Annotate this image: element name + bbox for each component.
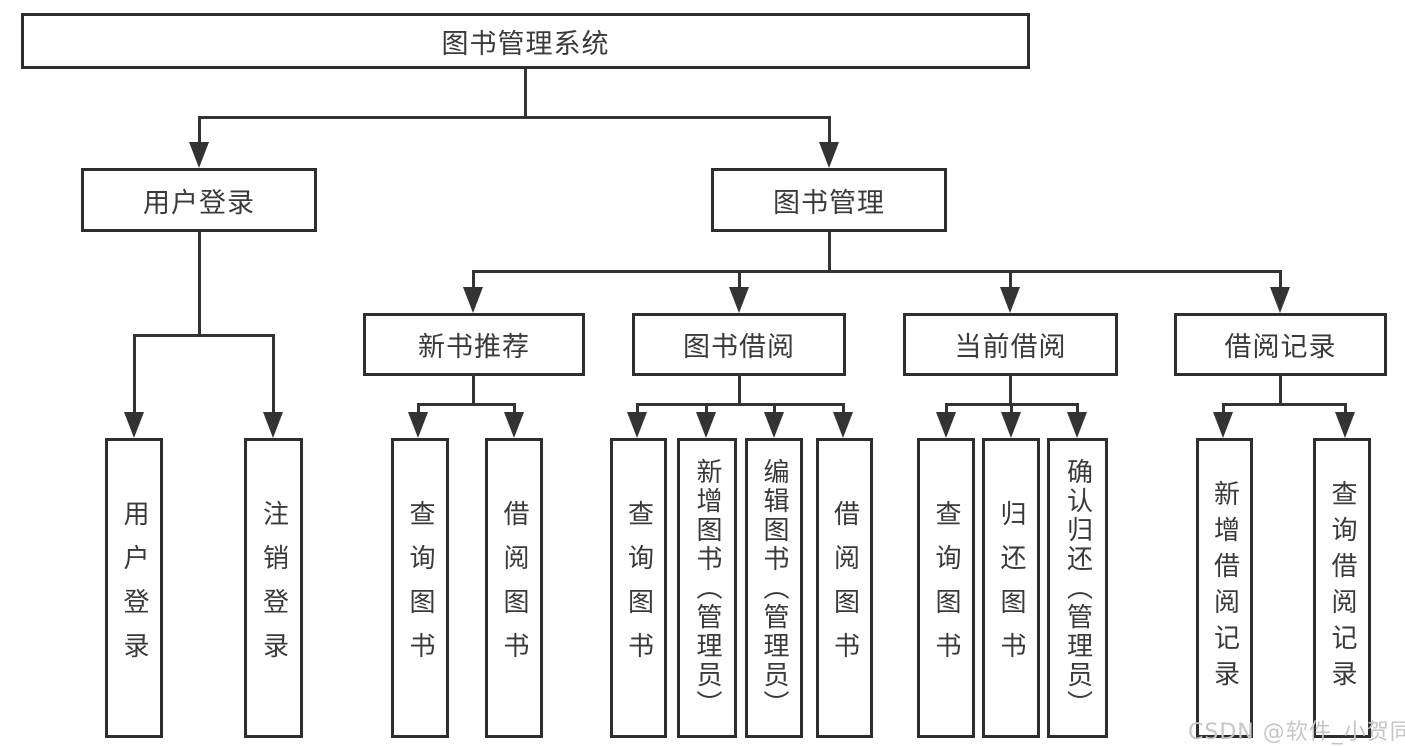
leaf-borrowing-edit-books-admin: 编辑图书（管理员） — [745, 438, 803, 738]
arrow-down-icon — [1335, 412, 1355, 438]
arrow-down-icon — [936, 412, 956, 438]
connector-drop — [272, 334, 275, 416]
node-current-borrowing: 当前借阅 — [903, 313, 1118, 376]
node-label: 图书管理系统 — [441, 28, 610, 60]
connector-recommend-rail — [417, 403, 516, 406]
leaf-records-query-record: 查询借阅记录 — [1313, 438, 1371, 738]
connector-drop — [133, 334, 136, 416]
node-label: 当前借阅 — [954, 332, 1067, 363]
arrow-down-icon — [408, 412, 428, 438]
node-book-borrowing: 图书借阅 — [632, 313, 846, 376]
connector-root-stub — [524, 69, 527, 119]
connector-records-stub — [1279, 374, 1282, 406]
connector-borrowing-stub — [738, 374, 741, 406]
leaf-label: 注销登录 — [258, 500, 289, 676]
connector-drop — [1076, 403, 1079, 415]
arrow-down-icon — [1213, 412, 1233, 438]
connector-drop — [828, 116, 831, 146]
connector-borrowing-rail — [636, 403, 845, 406]
arrow-down-icon — [1000, 287, 1020, 313]
arrow-down-icon — [764, 412, 784, 438]
connector-drop — [198, 116, 201, 146]
connector-drop — [773, 403, 776, 415]
leaf-label: 新增图书（管理员） — [692, 457, 722, 719]
leaf-label: 查询图书 — [623, 500, 654, 676]
arrow-down-icon — [124, 412, 144, 438]
leaf-user-login: 用户登录 — [105, 438, 163, 738]
arrow-down-icon — [696, 412, 716, 438]
connector-management-stub — [828, 232, 831, 273]
connector-records-rail — [1222, 403, 1347, 406]
connector-drop — [417, 403, 420, 415]
leaf-label: 查询图书 — [405, 500, 435, 676]
connector-drop — [705, 403, 708, 415]
connector-drop — [842, 403, 845, 415]
arrow-down-icon — [627, 412, 647, 438]
connector-login-stub — [198, 232, 201, 337]
arrow-down-icon — [833, 412, 853, 438]
leaf-current-confirm-return-admin: 确认归还（管理员） — [1047, 438, 1108, 738]
leaf-label: 归还图书 — [996, 500, 1026, 676]
connector-drop — [1344, 403, 1347, 415]
leaf-label: 用户登录 — [119, 500, 149, 676]
leaf-current-query-books: 查询图书 — [917, 438, 975, 738]
connector-drop — [513, 403, 516, 415]
connector-drop — [1010, 403, 1013, 415]
csdn-watermark: CSDN @软件_小贺同学 — [1188, 720, 1405, 745]
connector-drop — [1279, 270, 1282, 290]
node-root-library-system: 图书管理系统 — [21, 13, 1030, 69]
leaf-label: 查询图书 — [931, 500, 961, 676]
connector-drop — [472, 270, 475, 290]
connector-drop — [1009, 270, 1012, 290]
leaf-label: 新增借阅记录 — [1209, 480, 1240, 696]
leaf-label: 借阅图书 — [829, 500, 860, 676]
leaf-records-add-record: 新增借阅记录 — [1196, 438, 1253, 738]
leaf-label: 确认归还（管理员） — [1062, 457, 1093, 719]
node-user-login: 用户登录 — [81, 168, 317, 232]
arrow-down-icon — [1270, 287, 1290, 313]
arrow-down-icon — [1001, 412, 1021, 438]
arrow-down-icon — [819, 142, 839, 168]
node-new-book-recommend: 新书推荐 — [363, 313, 585, 376]
connector-drop — [636, 403, 639, 415]
connector-login-rail — [133, 334, 275, 337]
leaf-label: 查询借阅记录 — [1327, 480, 1357, 696]
arrow-down-icon — [189, 142, 209, 168]
connector-drop — [945, 403, 948, 415]
node-label: 借阅记录 — [1224, 332, 1337, 363]
node-label: 新书推荐 — [418, 332, 530, 363]
connector-root-rail — [198, 116, 831, 119]
connector-management-rail — [472, 270, 1282, 273]
leaf-recommend-borrow-books: 借阅图书 — [485, 438, 543, 738]
node-book-management: 图书管理 — [711, 168, 947, 232]
node-borrow-records: 借阅记录 — [1174, 313, 1387, 376]
connector-recommend-stub — [472, 374, 475, 406]
arrow-down-icon — [504, 412, 524, 438]
leaf-label: 编辑图书（管理员） — [759, 457, 789, 719]
node-label: 图书管理 — [773, 187, 885, 219]
node-label: 图书借阅 — [683, 332, 795, 363]
connector-drop — [738, 270, 741, 290]
leaf-recommend-query-books: 查询图书 — [391, 438, 449, 738]
leaf-logout: 注销登录 — [244, 438, 303, 738]
leaf-borrowing-query-books: 查询图书 — [610, 438, 667, 738]
leaf-current-return-books: 归还图书 — [982, 438, 1040, 738]
connector-drop — [1222, 403, 1225, 415]
arrow-down-icon — [463, 287, 483, 313]
node-label: 用户登录 — [143, 187, 255, 219]
leaf-label: 借阅图书 — [499, 500, 529, 676]
arrow-down-icon — [1067, 412, 1087, 438]
leaf-borrowing-add-books-admin: 新增图书（管理员） — [677, 438, 737, 738]
arrow-down-icon — [729, 287, 749, 313]
arrow-down-icon — [263, 412, 283, 438]
connector-current-stub — [1009, 374, 1012, 406]
leaf-borrowing-borrow-books: 借阅图书 — [816, 438, 873, 738]
